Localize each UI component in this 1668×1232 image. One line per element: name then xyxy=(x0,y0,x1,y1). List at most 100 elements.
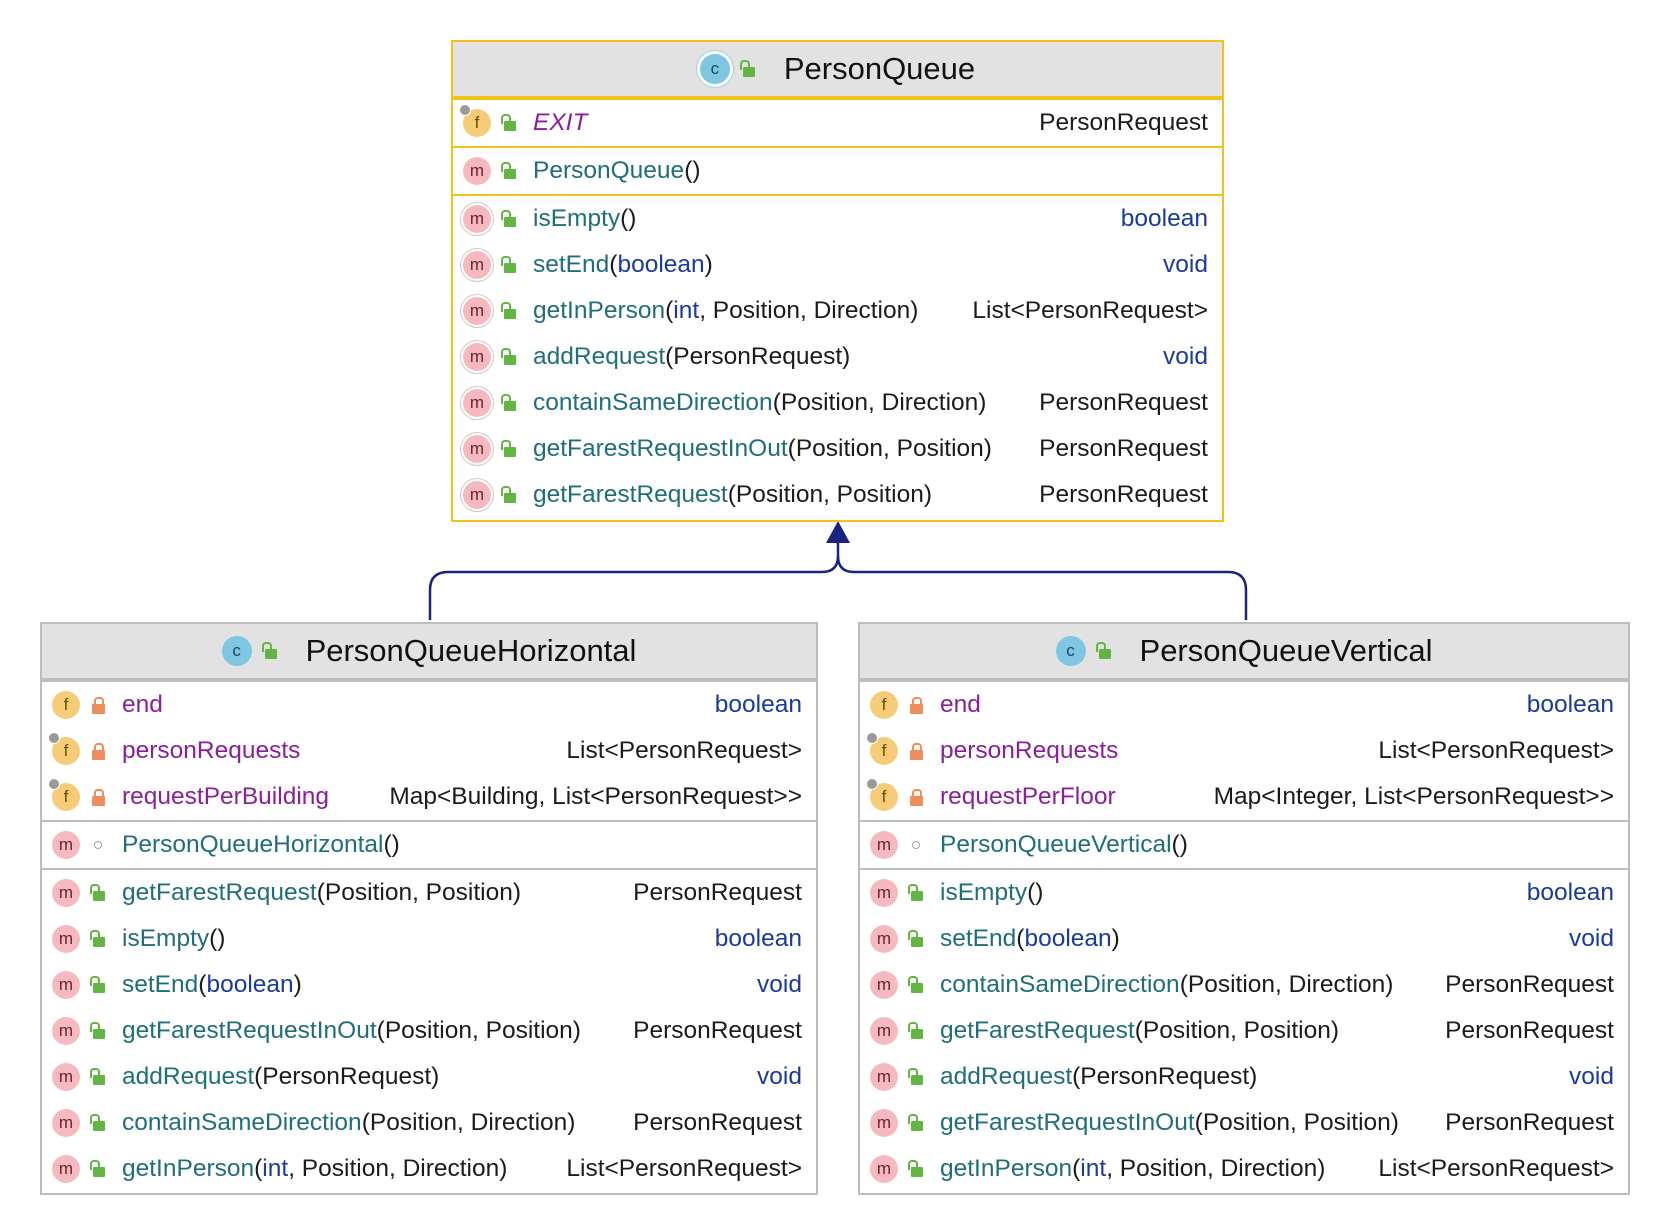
method-return-type: PersonRequest xyxy=(1445,1109,1614,1136)
public-lock-icon xyxy=(908,930,924,948)
abstract-method-icon: m xyxy=(463,251,491,279)
class-header[interactable]: c PersonQueue xyxy=(453,42,1222,98)
method-return-type: PersonRequest xyxy=(1039,435,1208,462)
method-return-type: boolean xyxy=(714,925,802,952)
inheritance-edge-horizontal xyxy=(428,540,840,620)
field-icon: f xyxy=(48,732,80,765)
public-lock-icon xyxy=(908,1068,924,1086)
method-icon: m xyxy=(870,879,898,907)
class-header[interactable]: c PersonQueueHorizontal xyxy=(42,624,816,680)
method-params: (boolean) xyxy=(609,251,713,278)
field-icon: f xyxy=(52,691,80,719)
method-params: (int, Position, Direction) xyxy=(1072,1155,1326,1182)
final-pin-icon xyxy=(48,778,60,790)
public-lock-icon xyxy=(90,1160,106,1178)
private-lock-icon xyxy=(908,696,924,714)
public-lock-icon xyxy=(739,60,756,78)
method-name: addRequest xyxy=(940,1063,1073,1090)
method-params: (int, Position, Direction) xyxy=(665,297,919,324)
public-lock-icon xyxy=(501,162,517,180)
public-lock-icon xyxy=(1095,642,1112,660)
constructor-name: PersonQueue xyxy=(533,157,685,184)
package-private-icon xyxy=(908,836,924,854)
method-return-type: PersonRequest xyxy=(1039,481,1208,508)
abstract-method-icon: m xyxy=(463,435,491,463)
field-type: List<PersonRequest> xyxy=(566,737,802,764)
field-type: Map<Integer, List<PersonRequest>> xyxy=(1213,783,1614,810)
public-lock-icon xyxy=(90,884,106,902)
field-name: EXIT xyxy=(533,109,588,136)
method-row[interactable]: m getFarestRequestInOut(Position, Positio… xyxy=(453,426,1222,472)
class-name: PersonQueueHorizontal xyxy=(305,633,637,668)
method-name: getFarestRequestInOut xyxy=(533,435,788,462)
method-icon: m xyxy=(52,879,80,907)
method-icon: m xyxy=(870,925,898,953)
private-lock-icon xyxy=(908,788,924,806)
constructor-params: () xyxy=(1171,831,1188,858)
class-icon: c xyxy=(1055,636,1086,666)
method-name: isEmpty xyxy=(122,925,210,952)
method-params: (Position, Position) xyxy=(1134,1017,1340,1044)
method-name: getInPerson xyxy=(122,1155,255,1182)
field-icon: f xyxy=(866,732,898,765)
field-name: end xyxy=(940,691,981,718)
method-params: (Position, Direction) xyxy=(772,389,987,416)
method-name: getFarestRequest xyxy=(533,481,728,508)
abstract-method-icon: m xyxy=(463,389,491,417)
method-name: containSameDirection xyxy=(940,971,1180,998)
class-icon: c xyxy=(221,636,252,666)
method-icon: m xyxy=(870,1017,898,1045)
method-params: (Position, Position) xyxy=(787,435,992,462)
method-icon: m xyxy=(52,971,80,999)
method-return-type: boolean xyxy=(1526,879,1614,906)
field-name: end xyxy=(122,691,163,718)
field-type: List<PersonRequest> xyxy=(1378,737,1614,764)
method-icon: m xyxy=(52,1017,80,1045)
method-return-type: void xyxy=(1569,1063,1614,1090)
field-icon: f xyxy=(459,104,491,137)
package-private-icon xyxy=(90,836,106,854)
public-lock-icon xyxy=(908,976,924,994)
method-icon: m xyxy=(870,1109,898,1137)
class-header[interactable]: c PersonQueueVertical xyxy=(860,624,1628,680)
method-return-type: void xyxy=(757,1063,802,1090)
abstract-method-icon: m xyxy=(463,343,491,371)
